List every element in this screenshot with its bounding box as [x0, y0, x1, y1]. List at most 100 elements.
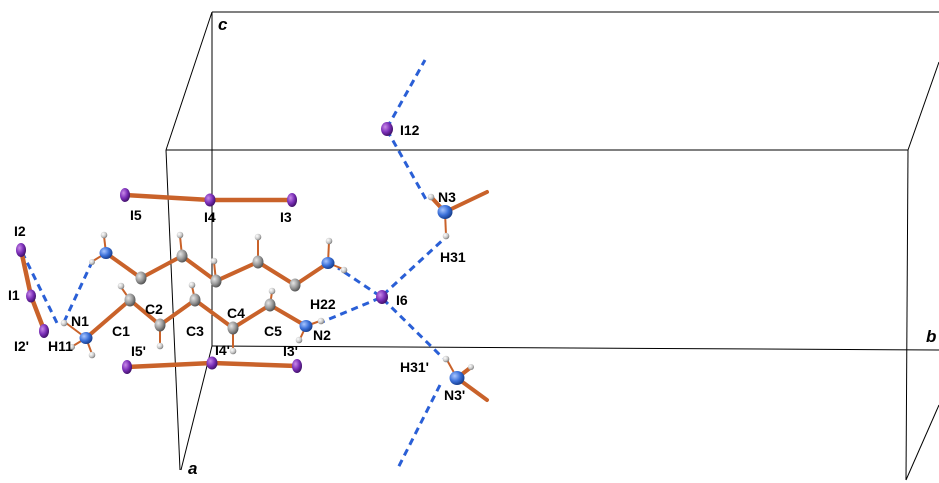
bond-c5-n2 — [268, 303, 308, 328]
h-c2 — [156, 342, 164, 350]
cell-edge-3 — [165, 11, 213, 151]
hydrogen-atoms — [60, 193, 474, 379]
atom-un1 — [99, 247, 113, 259]
label-n1: N1 — [71, 313, 89, 329]
h-n2-b — [295, 336, 303, 344]
bond-uc3-uc4 — [214, 260, 260, 283]
atom-uc5 — [289, 278, 301, 292]
atom-i1 — [26, 289, 36, 303]
atom-c2 — [154, 318, 166, 332]
label-h22: H22 — [310, 296, 336, 312]
bond-un1-uc1 — [104, 251, 143, 280]
label-n3p: N3' — [444, 387, 465, 403]
bond-n3-stub1 — [443, 190, 489, 214]
atom-un2 — [321, 257, 335, 269]
bond-c4-c5 — [231, 303, 272, 330]
label-i3: I3 — [280, 209, 292, 225]
label-c1: C1 — [112, 323, 130, 339]
cell-edge-6 — [907, 61, 939, 151]
bond-i5p-i4p — [124, 360, 215, 370]
atom-n1 — [79, 332, 93, 344]
covalent-bonds — [84, 190, 489, 402]
label-i5: I5 — [130, 207, 142, 223]
axis-label-a: a — [188, 459, 197, 478]
bond-n1-c1 — [84, 298, 132, 340]
hbond-i6-h31 — [381, 236, 447, 297]
h-n3p-b — [468, 364, 474, 370]
atom-c3 — [189, 293, 201, 307]
label-h31: H31 — [440, 249, 466, 265]
axis-label-c: c — [218, 15, 228, 34]
bond-i2-i1 — [18, 247, 34, 299]
cell-edge-8 — [211, 345, 939, 351]
hbond-i12-n3 — [385, 129, 430, 204]
h-un1-a — [100, 231, 108, 239]
label-n2: N2 — [313, 327, 331, 343]
cell-edge-7 — [905, 149, 909, 481]
h-un2-b — [340, 266, 348, 274]
heavy-atoms — [16, 122, 465, 385]
hbond-i6-h22 — [321, 296, 381, 324]
atom-n2 — [299, 320, 313, 332]
cell-edge-9 — [180, 345, 213, 471]
h-n1-b — [88, 351, 96, 359]
bond-i5-i4 — [122, 192, 213, 203]
label-i4: I4 — [204, 209, 216, 225]
h-uc4 — [254, 233, 262, 241]
atom-c5 — [264, 298, 276, 312]
h-un2-a — [325, 237, 333, 245]
atom-i2p — [39, 324, 49, 338]
bond-i4p-i3p — [209, 360, 300, 369]
bond-c1-c2 — [128, 298, 162, 327]
label-i5p: I5' — [131, 343, 146, 359]
h-c4 — [229, 347, 237, 355]
h-un1-b — [89, 259, 95, 265]
hbond-i12-up — [385, 59, 427, 129]
cell-edge-10 — [905, 404, 939, 481]
bond-c2-c3 — [158, 298, 197, 327]
label-i6: I6 — [396, 292, 408, 308]
h-uc3 — [210, 257, 218, 265]
atom-uc3 — [210, 274, 222, 288]
label-i4p: I4' — [215, 342, 230, 358]
h-c3 — [188, 281, 196, 289]
atom-i12 — [381, 122, 393, 136]
h-c5 — [268, 287, 276, 295]
h-c1 — [117, 282, 125, 290]
atom-i2 — [16, 243, 26, 257]
h22 — [317, 317, 325, 325]
atom-c4 — [227, 321, 239, 335]
atom-n3 — [437, 205, 453, 219]
label-h31p: H31' — [400, 359, 429, 375]
bond-c3-c4 — [193, 298, 235, 330]
labels: c b a I12 N3 H31 I6 H22 N2 H31' N3' I5 I… — [8, 15, 936, 478]
h31p — [442, 355, 450, 363]
label-c2: C2 — [145, 301, 163, 317]
h-n1-c — [69, 344, 75, 350]
hbond-i2-h11 — [20, 251, 60, 326]
atom-i4 — [204, 193, 216, 207]
bond-uc5-un2 — [293, 261, 330, 287]
atom-i6 — [376, 290, 388, 304]
bond-uc1-uc2 — [139, 254, 184, 280]
label-c4: C4 — [227, 305, 245, 321]
h-uc2 — [176, 231, 184, 239]
bond-uc4-uc5 — [256, 260, 297, 287]
atom-i4p — [206, 356, 218, 370]
atom-uc2 — [176, 249, 188, 263]
label-h11: H11 — [48, 338, 73, 354]
label-c3: C3 — [186, 323, 204, 339]
label-n3: N3 — [438, 189, 456, 205]
atom-i3 — [287, 193, 297, 207]
label-i2p: I2' — [14, 338, 29, 354]
label-i1: I1 — [8, 287, 20, 303]
h11 — [60, 319, 68, 327]
h-n3-b — [427, 193, 435, 201]
label-i12: I12 — [400, 122, 420, 138]
atom-uc4 — [252, 255, 264, 269]
h31 — [442, 232, 450, 240]
atom-i5p — [122, 360, 132, 374]
atom-c1 — [124, 293, 136, 307]
bond-uc2-uc3 — [180, 254, 218, 283]
